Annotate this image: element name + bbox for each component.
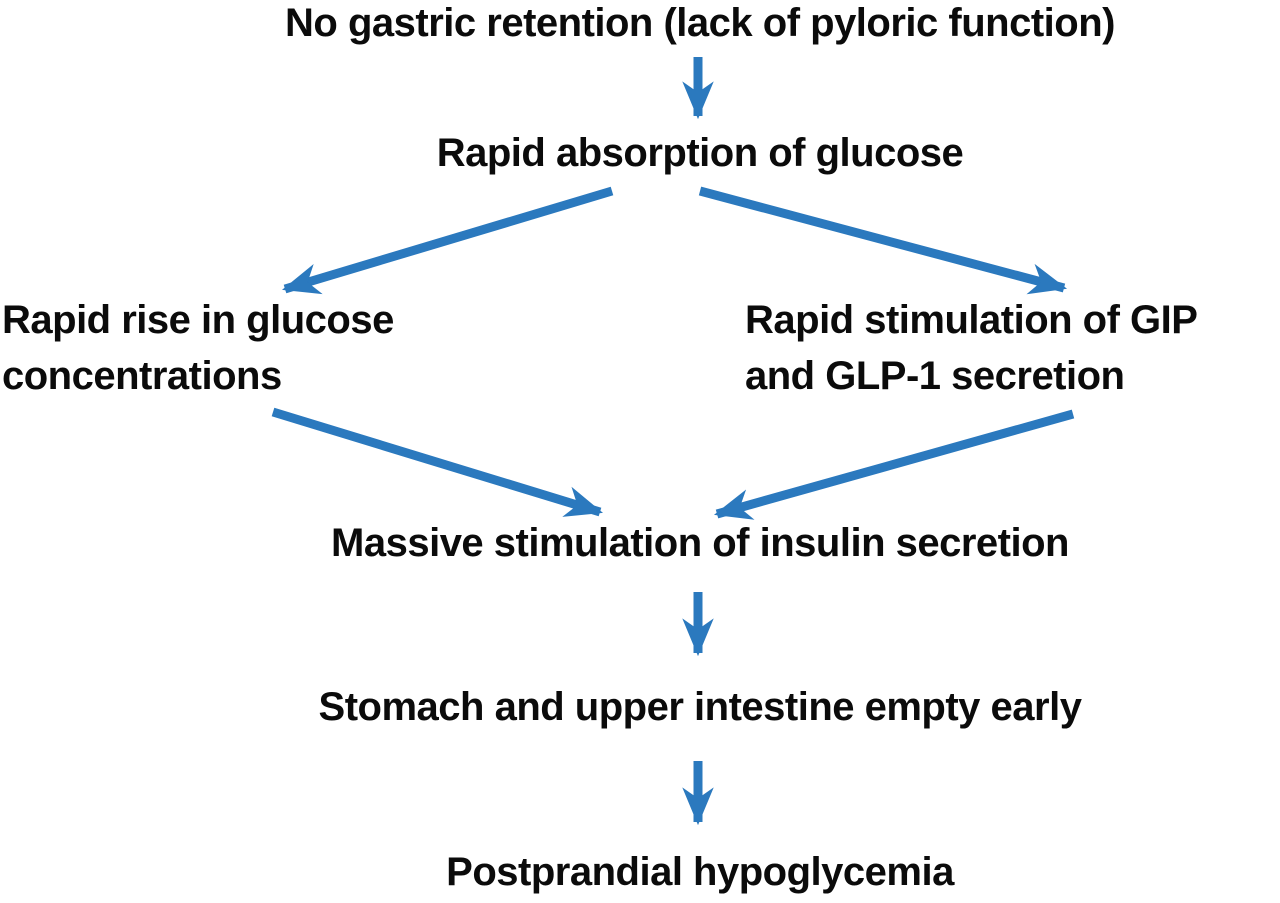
arrow-glucose-rise-to-insulin bbox=[271, 407, 604, 517]
node-postprandial-hypoglycemia: Postprandial hypoglycemia bbox=[446, 850, 954, 894]
node-glucose-rise-line1: Rapid rise in glucose bbox=[2, 298, 394, 342]
node-incretin-secretion: Rapid stimulation of GIP and GLP-1 secre… bbox=[745, 292, 1198, 404]
node-insulin-secretion: Massive stimulation of insulin secretion bbox=[331, 521, 1069, 565]
node-incretin-secretion-line2: and GLP-1 secretion bbox=[745, 354, 1125, 398]
node-rapid-absorption: Rapid absorption of glucose bbox=[436, 131, 964, 175]
arrow-absorption-to-glucose-rise bbox=[281, 186, 614, 295]
node-glucose-rise-line2: concentrations bbox=[2, 354, 282, 398]
node-no-gastric-retention: No gastric retention (lack of pyloric fu… bbox=[285, 1, 1115, 45]
arrow-absorption-to-incretin bbox=[698, 186, 1068, 295]
node-stomach-emptying: Stomach and upper intestine empty early bbox=[318, 685, 1082, 729]
node-incretin-secretion-line1: Rapid stimulation of GIP bbox=[745, 298, 1198, 342]
arrow-incretin-to-insulin bbox=[713, 409, 1075, 520]
node-glucose-rise: Rapid rise in glucose concentrations bbox=[2, 292, 394, 404]
